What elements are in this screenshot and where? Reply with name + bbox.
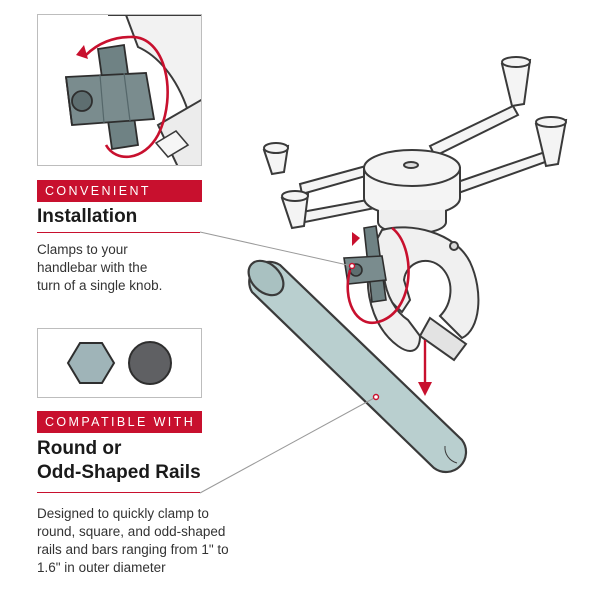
knob-icon <box>64 43 156 151</box>
rail-shapes-inset <box>37 328 202 398</box>
installation-divider <box>37 232 200 233</box>
callout-dot-rail <box>372 393 380 401</box>
circle-shape-icon <box>128 341 172 385</box>
compatibility-divider <box>37 492 200 493</box>
installation-description-line-3: turn of a single knob. <box>37 278 163 293</box>
compatibility-description-line-1: Designed to quickly clamp to <box>37 506 209 521</box>
phone-cradle-icon <box>262 56 568 235</box>
installation-description-line-1: Clamps to your <box>37 242 128 257</box>
compatibility-description: Designed to quickly clamp to round, squa… <box>37 505 229 577</box>
rail-bar-icon <box>247 259 468 474</box>
callout-lines <box>199 231 377 494</box>
compatibility-description-line-2: round, square, and odd-shaped <box>37 524 226 539</box>
knob-closeup-illustration <box>64 15 201 165</box>
knob-icon <box>343 225 387 303</box>
compatibility-description-line-4: 1.6" in outer diameter <box>37 560 166 575</box>
rail-shapes-illustration <box>66 341 172 385</box>
installation-banner: CONVENIENT <box>37 180 202 202</box>
compatibility-description-line-3: rails and bars ranging from 1" to <box>37 542 229 557</box>
installation-heading: Installation <box>37 206 138 227</box>
compatibility-banner: COMPATIBLE WITH <box>37 411 202 433</box>
down-arrow-icon <box>418 340 432 396</box>
installation-description-line-2: handlebar with the <box>37 260 148 275</box>
knob-closeup-inset <box>37 14 202 166</box>
callout-dot-knob <box>348 262 356 270</box>
rotate-arrow-icon <box>104 35 169 159</box>
installation-description: Clamps to your handlebar with the turn o… <box>37 241 162 295</box>
compatibility-heading: Round or Odd-Shaped Rails <box>37 437 201 485</box>
compatibility-heading-line-1: Round or <box>37 438 122 459</box>
hexagon-shape-icon <box>66 342 116 384</box>
compatibility-heading-line-2: Odd-Shaped Rails <box>37 462 201 483</box>
rotate-arrow-icon <box>346 226 410 325</box>
